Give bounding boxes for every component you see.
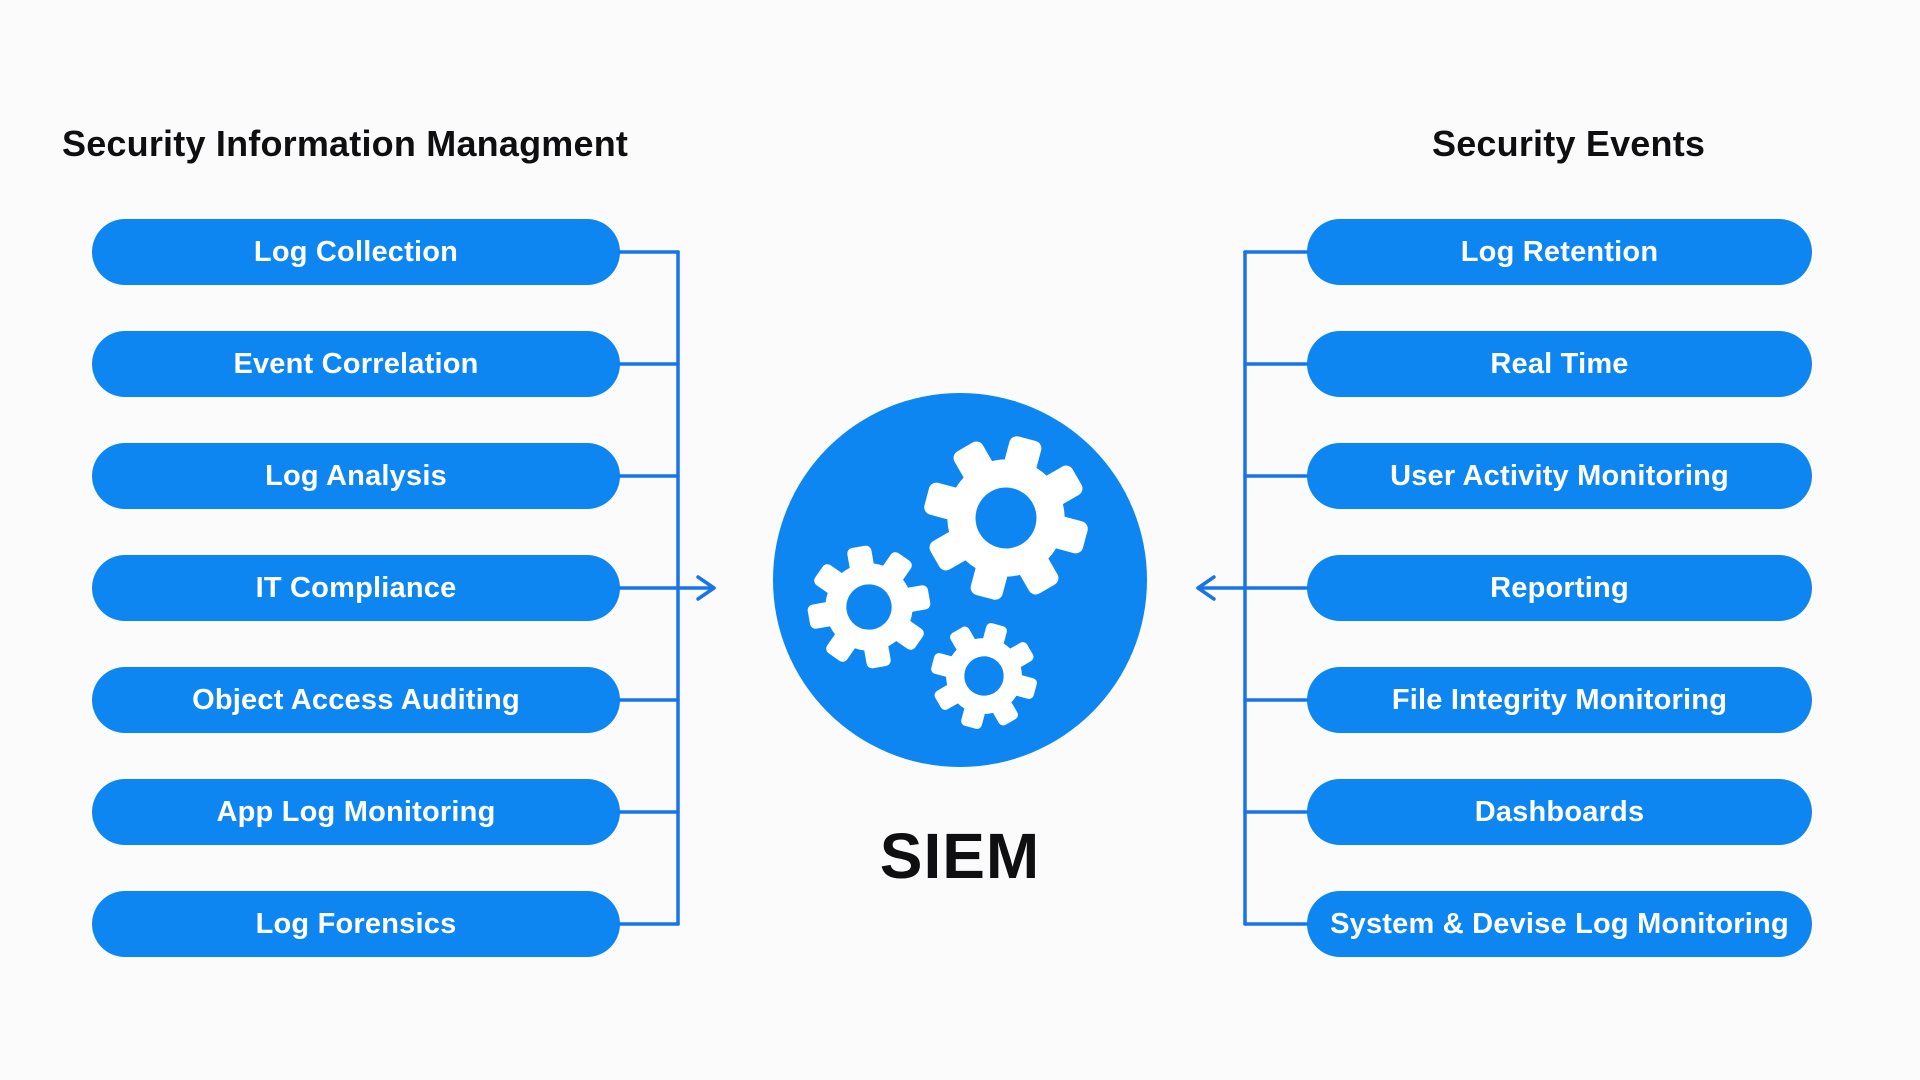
- right-column-title: Security Events: [1432, 123, 1706, 164]
- pill-log-retention: Log Retention: [1307, 219, 1812, 285]
- pill-log-analysis: Log Analysis: [92, 443, 620, 509]
- siem-circle: [773, 393, 1147, 767]
- pill-app-log-monitoring: App Log Monitoring: [92, 779, 620, 845]
- siem-label: SIEM: [879, 820, 1041, 892]
- pill-file-integrity-monitoring: File Integrity Monitoring: [1307, 667, 1812, 733]
- right-pill-column: Log Retention Real Time User Activity Mo…: [1307, 219, 1812, 957]
- right-connector-bracket: [1196, 250, 1309, 926]
- pill-log-forensics: Log Forensics: [92, 891, 620, 957]
- left-column-title: Security Information Managment: [62, 123, 629, 164]
- pill-dashboards: Dashboards: [1307, 779, 1812, 845]
- right-arrow: [1196, 575, 1309, 601]
- left-arrow: [618, 575, 716, 601]
- left-connector-bracket: [618, 250, 716, 926]
- gears-icon: [798, 417, 1107, 741]
- pill-real-time: Real Time: [1307, 331, 1812, 397]
- pill-user-activity-monitoring: User Activity Monitoring: [1307, 443, 1812, 509]
- left-pill-column: Log Collection Event Correlation Log Ana…: [92, 219, 620, 957]
- pill-object-access-auditing: Object Access Auditing: [92, 667, 620, 733]
- pill-it-compliance: IT Compliance: [92, 555, 620, 621]
- pill-system-devise-log-monitoring: System & Devise Log Monitoring: [1307, 891, 1812, 957]
- pill-reporting: Reporting: [1307, 555, 1812, 621]
- pill-event-correlation: Event Correlation: [92, 331, 620, 397]
- pill-log-collection: Log Collection: [92, 219, 620, 285]
